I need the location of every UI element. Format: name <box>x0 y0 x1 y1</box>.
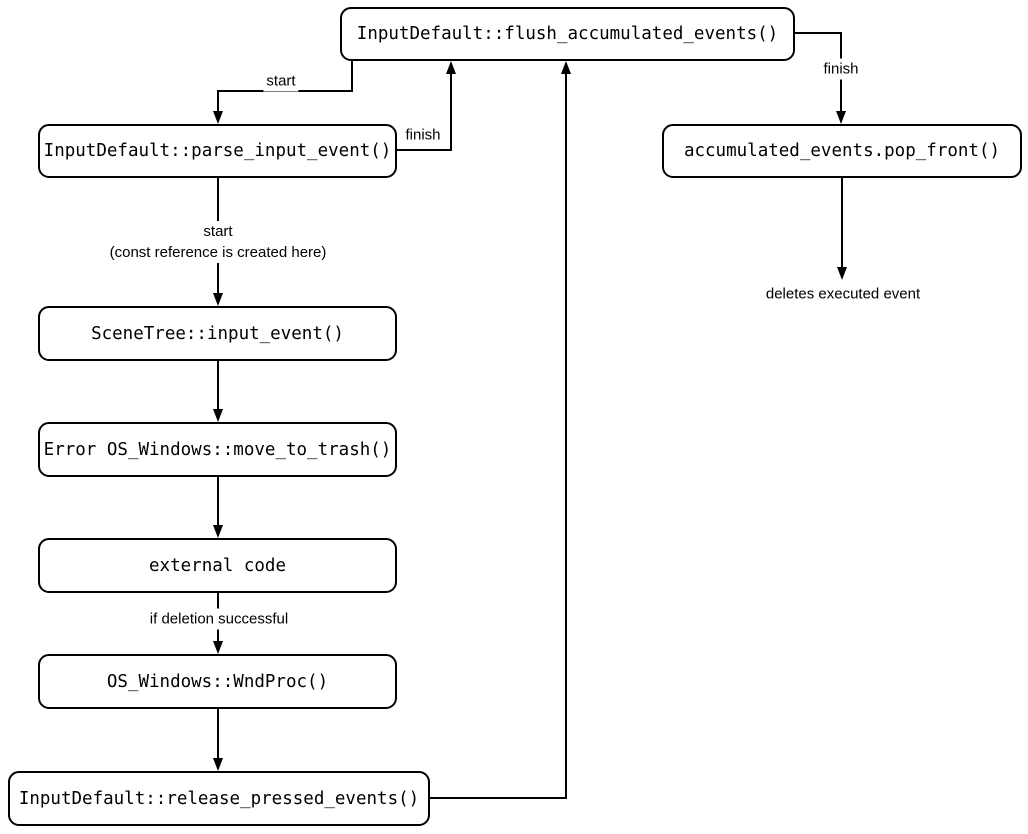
node-wnd-proc: OS_Windows::WndProc() <box>38 654 397 709</box>
arrowhead-down-icon <box>837 267 847 280</box>
edge-label-finish: finish <box>402 124 444 146</box>
edge-flush-to-parse-segment <box>351 61 353 92</box>
edge-label-if-deletion-successful: if deletion successful <box>146 608 292 630</box>
edge-label-start: start <box>263 70 299 92</box>
node-label: OS_Windows::WndProc() <box>106 671 329 692</box>
node-label: InputDefault::flush_accumulated_events() <box>356 24 779 44</box>
node-label: SceneTree::input_event() <box>91 323 344 344</box>
node-pop-front: accumulated_events.pop_front() <box>662 124 1022 178</box>
edge-wndproc-to-release-segment <box>217 709 219 759</box>
edge-release-to-flush-segment <box>430 797 567 799</box>
edge-release-to-flush-segment <box>565 72 567 799</box>
node-flush-accumulated-events: InputDefault::flush_accumulated_events() <box>340 7 795 61</box>
arrowhead-down-icon <box>213 111 223 124</box>
arrowhead-down-icon <box>213 758 223 771</box>
node-move-to-trash: Error OS_Windows::move_to_trash() <box>38 422 397 477</box>
edge-trash-to-external-segment <box>217 477 219 527</box>
node-external-code: external code <box>38 538 397 593</box>
node-label: Error OS_Windows::move_to_trash() <box>43 439 392 460</box>
arrowhead-up-icon <box>446 61 456 74</box>
edge-scenetree-to-trash-segment <box>217 361 219 411</box>
edge-label-line: (const reference is created here) <box>109 244 327 261</box>
node-label: external code <box>149 555 286 576</box>
node-label: accumulated_events.pop_front() <box>683 141 1001 161</box>
arrowhead-down-icon <box>213 641 223 654</box>
edge-parse-to-flush-segment <box>450 72 452 151</box>
arrowhead-down-icon <box>213 525 223 538</box>
edge-popfront-delete-segment <box>841 178 843 269</box>
edge-label-start-const-reference: start (const reference is created here) <box>106 221 330 263</box>
node-label: InputDefault::release_pressed_events() <box>18 788 420 809</box>
arrowhead-up-icon <box>561 61 571 74</box>
node-scene-tree-input-event: SceneTree::input_event() <box>38 306 397 361</box>
arrowhead-down-icon <box>836 111 846 124</box>
edge-label-line: start <box>203 223 233 240</box>
node-label: InputDefault::parse_input_event() <box>43 141 392 161</box>
edge-label-deletes-executed-event: deletes executed event <box>762 283 924 305</box>
edge-label-finish: finish <box>820 58 862 80</box>
edge-flush-to-parse-segment <box>217 90 219 113</box>
node-release-pressed-events: InputDefault::release_pressed_events() <box>8 771 430 826</box>
arrowhead-down-icon <box>213 293 223 306</box>
node-parse-input-event: InputDefault::parse_input_event() <box>38 124 397 178</box>
edge-flush-to-popfront-segment <box>795 32 842 34</box>
edge-parse-to-flush-segment <box>397 149 452 151</box>
arrowhead-down-icon <box>213 409 223 422</box>
